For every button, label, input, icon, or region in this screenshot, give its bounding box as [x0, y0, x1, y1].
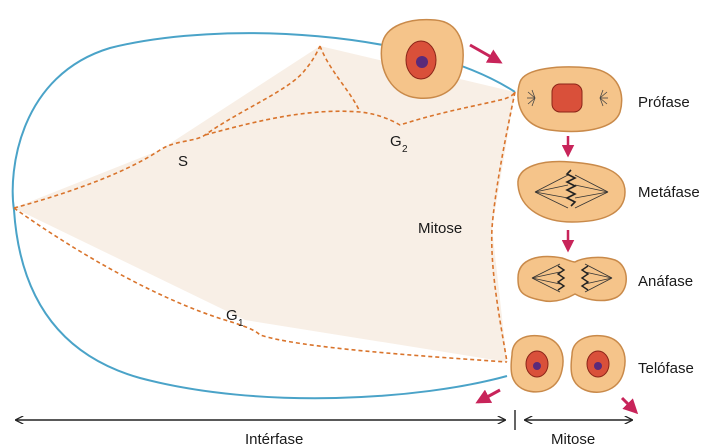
- telofase-cell-left: [511, 336, 563, 392]
- axis-label-interfase: Intérfase: [245, 431, 303, 448]
- profase-cell: [518, 67, 622, 131]
- label-telofase: Telófase: [638, 360, 694, 377]
- label-metafase: Metáfase: [638, 184, 700, 201]
- label-anafase: Anáfase: [638, 273, 693, 290]
- label-profase: Prófase: [638, 94, 690, 111]
- label-g1: G: [226, 307, 238, 324]
- arrow-exit-right: [622, 398, 636, 412]
- axis-label-mitose: Mitose: [551, 431, 595, 448]
- label-g2: G: [390, 133, 402, 150]
- metafase-cell: [518, 162, 625, 222]
- anafase-cell: [518, 257, 626, 302]
- label-s: S: [178, 153, 188, 170]
- telofase-cell-right: [571, 336, 625, 393]
- label-g2-subscript: 2: [402, 144, 408, 155]
- arrow-to-profase: [470, 45, 500, 62]
- arrow-exit-left: [478, 390, 500, 402]
- interphase-cell: [381, 20, 463, 99]
- label-g1-subscript: 1: [238, 318, 244, 329]
- label-mitose-inner: Mitose: [418, 220, 462, 237]
